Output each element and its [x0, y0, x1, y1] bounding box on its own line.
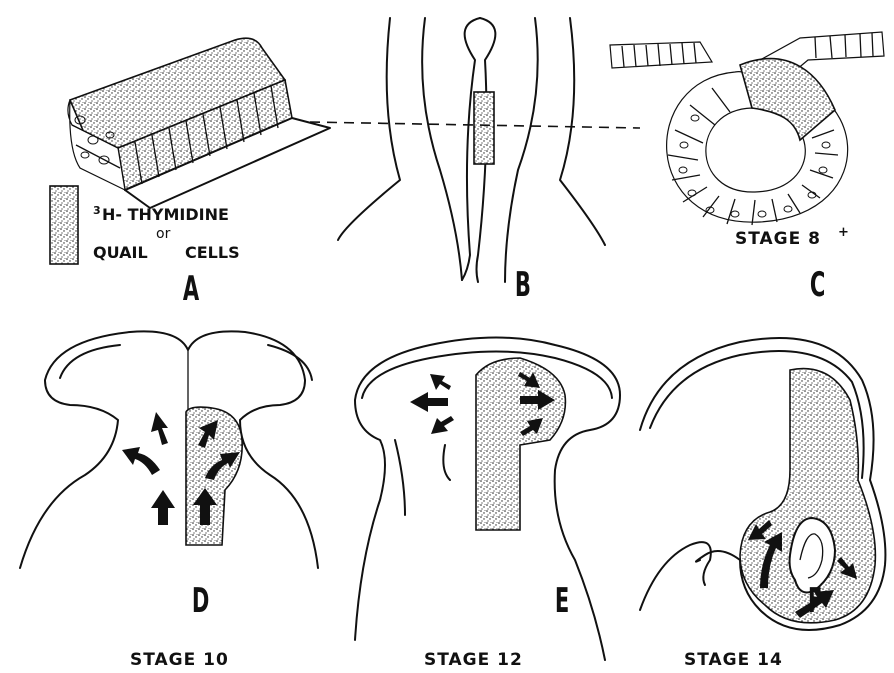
stage-label-c-superscript: + [838, 225, 850, 240]
legend-line1: H- THYMIDINE [102, 205, 229, 224]
panel-a-graft-block [68, 38, 330, 208]
legend: 3 H- THYMIDINE or QUAIL CELLS [93, 204, 240, 262]
panel-letter-a: A [183, 269, 199, 309]
panel-c-neural-tube-section [610, 32, 884, 225]
stage-label-e: STAGE 12 [424, 650, 523, 670]
stage-label-f: STAGE 14 [684, 650, 783, 670]
panel-b-embryo [310, 18, 640, 282]
legend-quail: QUAIL [93, 243, 148, 262]
panel-b-graft-site [474, 92, 494, 164]
panel-d-embryo [20, 331, 318, 568]
panel-letter-d: D [192, 581, 209, 621]
stage-label-c: STAGE 8 [735, 229, 821, 249]
panel-e-embryo [355, 338, 620, 661]
panel-letter-b: B [515, 265, 531, 305]
legend-superscript: 3 [93, 204, 101, 217]
panel-f-embryo [640, 338, 885, 630]
panel-letter-f: F [808, 581, 822, 621]
legend-cells: CELLS [185, 243, 240, 262]
panel-letter-e: E [555, 581, 569, 621]
panel-letter-c: C [810, 265, 825, 305]
legend-stipple-swatch [50, 186, 78, 264]
legend-or: or [156, 226, 171, 242]
stage-label-d: STAGE 10 [130, 650, 229, 670]
